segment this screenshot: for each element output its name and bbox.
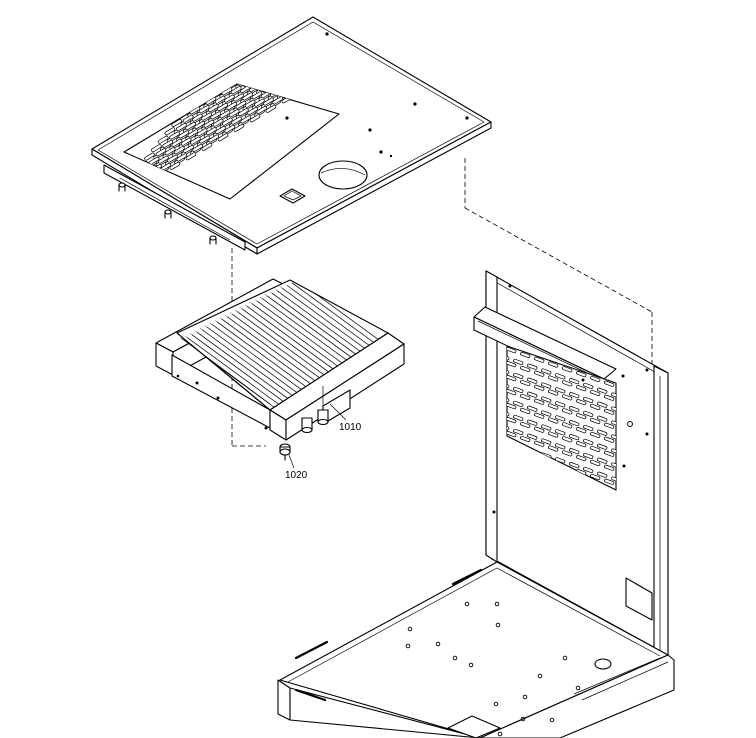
stud-3 bbox=[209, 235, 217, 245]
round-opening bbox=[318, 160, 368, 190]
pipe-fitting-2 bbox=[317, 409, 329, 426]
condenser-unit bbox=[155, 278, 405, 441]
square-opening bbox=[279, 188, 306, 204]
stud-2 bbox=[164, 209, 172, 219]
top-vent-grill bbox=[123, 83, 340, 200]
condenser-fins bbox=[181, 280, 388, 410]
callout-1010: 1010 bbox=[339, 422, 362, 433]
base-round-hole bbox=[594, 658, 612, 670]
base-square-cutout bbox=[447, 715, 501, 738]
cabinet-frame bbox=[277, 270, 675, 738]
top-cover-plate bbox=[91, 16, 492, 255]
pipe-fitting-1 bbox=[301, 417, 313, 434]
stud-1 bbox=[118, 182, 126, 192]
callout-1020: 1020 bbox=[285, 470, 308, 481]
access-panel bbox=[625, 577, 653, 621]
mounting-screw bbox=[279, 443, 291, 461]
